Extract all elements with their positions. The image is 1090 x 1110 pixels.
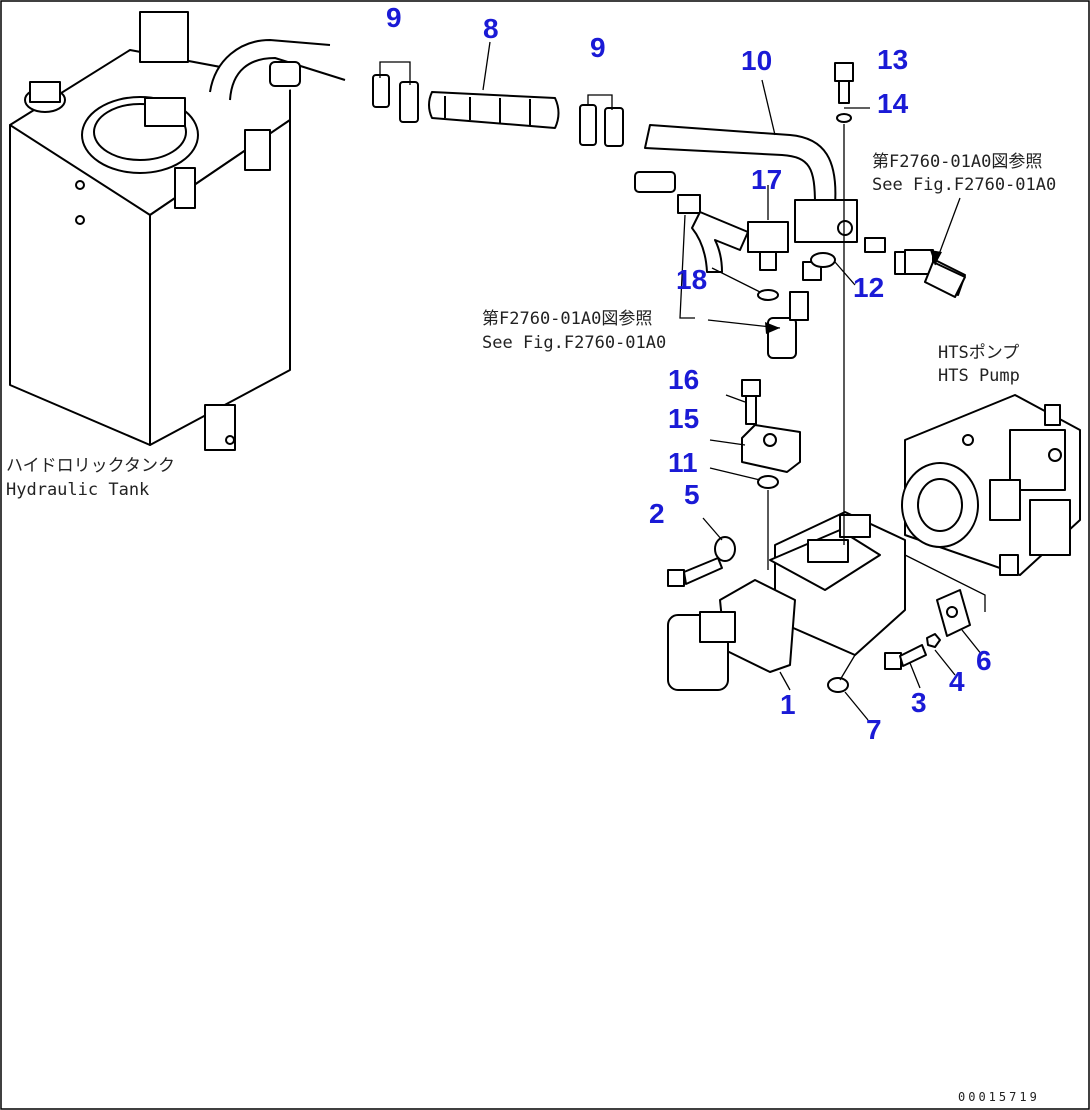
leader-6 (961, 629, 983, 656)
hose-8 (428, 91, 560, 129)
tube-10 (644, 124, 837, 206)
document-number: 00015719 (958, 1090, 1040, 1104)
leader-7 (844, 691, 869, 721)
clamp-9-left (372, 74, 419, 123)
callout-1: 1 (780, 689, 796, 720)
hts-pump (901, 394, 1081, 576)
hose-reference-mid (634, 171, 809, 359)
hydraulic-tank (9, 11, 346, 451)
leader-7b (839, 654, 856, 681)
leader-15 (709, 439, 746, 446)
ref-note-mid-en: See Fig.F2760-01A0 (482, 333, 667, 353)
callout-18: 18 (676, 264, 708, 295)
plate-6 (936, 589, 971, 637)
o-ring-18 (757, 289, 779, 301)
callout-10: 10 (741, 45, 773, 76)
callout-2: 2 (649, 498, 665, 529)
leader-9b (587, 94, 613, 110)
tank-label-en: Hydraulic Tank (6, 480, 150, 500)
hts-pump-label-en: HTS Pump (938, 366, 1020, 386)
leader-11 (709, 467, 761, 481)
callout-13: 13 (877, 44, 909, 75)
callout-9-left: 9 (386, 2, 402, 33)
callout-12: 12 (853, 272, 885, 303)
leader-10 (761, 79, 776, 136)
leader-9a (379, 61, 411, 85)
leader-ref-mid-2 (679, 214, 695, 319)
leader-5 (702, 517, 723, 541)
bolt-13 (834, 62, 854, 104)
pump-1 (667, 511, 906, 691)
leader-16 (725, 394, 746, 403)
tank-label-jp: ハイドロリックタンク (6, 456, 175, 476)
o-ring-11 (757, 475, 779, 489)
leader-4 (934, 649, 956, 676)
washer-14 (836, 113, 852, 123)
flange-15 (741, 424, 801, 473)
arrow-ref-mid (765, 322, 780, 334)
leader-8 (482, 41, 491, 91)
leader-12 (834, 261, 856, 286)
callout-7: 7 (866, 714, 882, 745)
clamp-9-right (579, 104, 624, 147)
callout-16: 16 (668, 364, 700, 395)
bolt-16 (741, 379, 761, 425)
callout-5: 5 (684, 479, 700, 510)
callout-15: 15 (668, 403, 700, 434)
leader-1 (779, 671, 791, 691)
hts-pump-label-jp: HTSポンプ (938, 343, 1020, 363)
callout-17: 17 (751, 164, 783, 195)
leader-18 (711, 267, 761, 293)
nut-4 (926, 633, 941, 648)
plug-7 (827, 677, 849, 693)
callout-8: 8 (483, 13, 499, 44)
hose-reference-top (904, 249, 966, 298)
ref-note-top-en: See Fig.F2760-01A0 (872, 175, 1057, 195)
callout-4: 4 (949, 666, 965, 697)
callout-11: 11 (668, 447, 698, 478)
leader-pump-bracket (904, 554, 986, 612)
ref-note-mid-jp: 第F2760-01A0図参照 (482, 309, 653, 329)
washer-5 (714, 536, 736, 562)
arrow-ref-top (930, 250, 942, 265)
bolt-2 (667, 557, 723, 587)
callout-6: 6 (976, 645, 992, 676)
callout-14: 14 (877, 88, 909, 119)
ref-note-top-jp: 第F2760-01A0図参照 (872, 152, 1043, 172)
callout-9-right: 9 (590, 32, 606, 63)
bolt-3 (884, 644, 927, 670)
callout-3: 3 (911, 687, 927, 718)
leader-3 (909, 662, 921, 689)
